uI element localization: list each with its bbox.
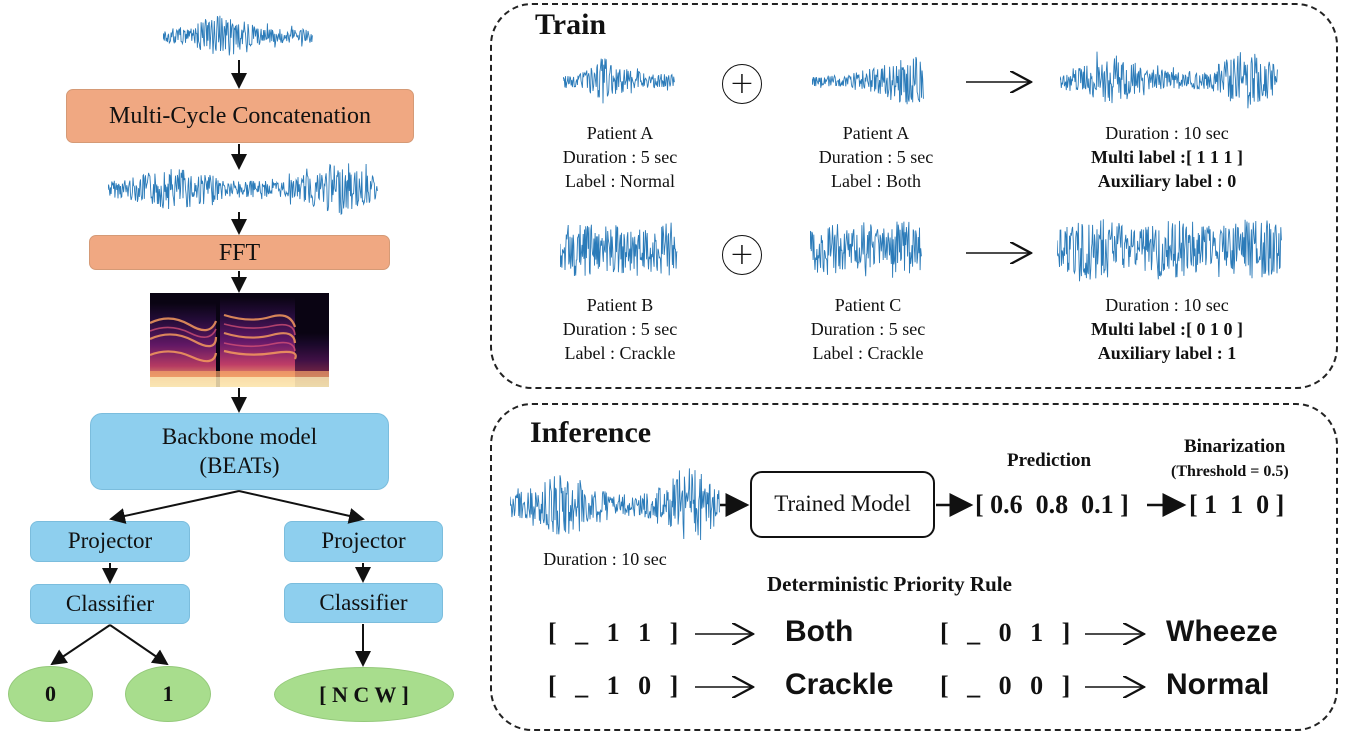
train-row2-multi-label: Multi label :[ 0 1 0 ] — [1091, 319, 1243, 339]
train-row2-info-result: Duration : 10 sec Multi label :[ 0 1 0 ]… — [1062, 293, 1272, 365]
train-row1-b-patient: Patient A — [842, 123, 910, 143]
train-row2-b-label: Label : Crackle — [812, 343, 924, 363]
output-binary-one: 1 — [125, 666, 211, 722]
fft-label: FFT — [218, 239, 261, 266]
multi-cycle-concatenation-box: Multi-Cycle Concatenation — [66, 89, 414, 143]
train-row1-b-duration: Duration : 5 sec — [818, 147, 934, 167]
train-title: Train — [535, 8, 607, 41]
arrow-backbone-to-right-projector — [238, 490, 365, 524]
left-classifier-box: Classifier — [30, 584, 190, 624]
rule-wheeze-result: Wheeze — [1166, 615, 1278, 648]
backbone-model-sublabel: (BEATs) — [199, 452, 280, 478]
right-projector-box: Projector — [284, 521, 443, 562]
train-row1-info-b: Patient A Duration : 5 sec Label : Both — [786, 121, 966, 193]
rule-normal-result: Normal — [1166, 668, 1270, 701]
inference-panel — [490, 403, 1338, 731]
rule-title: Deterministic Priority Rule — [767, 572, 1012, 596]
waveform-trace — [812, 56, 924, 105]
train-row1-a-duration: Duration : 5 sec — [562, 147, 678, 167]
backbone-model-box: Backbone model (BEATs) — [90, 413, 389, 490]
train-row2-info-b: Patient C Duration : 5 sec Label : Crack… — [778, 293, 958, 365]
train-row2-waveform-b — [810, 221, 922, 278]
output-ncw: [ N C W ] — [274, 667, 454, 722]
trained-model-box: Trained Model — [750, 471, 935, 538]
output-ncw-label: [ N C W ] — [319, 681, 409, 707]
binarized-value: [ 1 1 0 ] — [1189, 490, 1285, 519]
inference-title: Inference — [530, 416, 652, 449]
rule-both-result: Both — [785, 615, 854, 648]
waveform-trace — [108, 163, 378, 216]
train-row2-plus-icon: + — [722, 235, 762, 275]
waveform-trace — [1060, 51, 1278, 109]
train-row2-waveform-a — [560, 222, 678, 277]
output-binary-zero: 0 — [8, 666, 93, 722]
left-projector-label: Projector — [67, 528, 153, 554]
arrow-left-classifier-to-one — [109, 624, 169, 666]
output-binary-one-label: 1 — [162, 681, 174, 707]
fft-box: FFT — [89, 235, 390, 270]
rule-wheeze-code: [ _ 0 1 ] — [940, 618, 1077, 647]
train-row1-a-patient: Patient A — [586, 123, 654, 143]
train-row1-waveform-result — [1060, 51, 1278, 109]
train-row2-b-duration: Duration : 5 sec — [810, 319, 926, 339]
train-row1-b-label: Label : Both — [831, 171, 921, 191]
binarization-label: Binarization — [1184, 436, 1286, 457]
train-row1-a-label: Label : Normal — [565, 171, 675, 191]
train-row1-waveform-b — [812, 56, 924, 105]
train-row2-a-label: Label : Crackle — [564, 343, 676, 363]
rule-normal-code: [ _ 0 0 ] — [940, 671, 1077, 700]
inference-input-waveform — [510, 468, 720, 541]
waveform-trace — [1057, 219, 1282, 282]
train-row2-result-duration: Duration : 10 sec — [1105, 295, 1229, 315]
prediction-label: Prediction — [1007, 450, 1092, 471]
threshold-label: (Threshold = 0.5) — [1171, 463, 1289, 480]
waveform-trace — [510, 468, 720, 541]
waveform-trace — [163, 15, 313, 56]
left-classifier-label: Classifier — [65, 590, 155, 616]
inference-input-duration: Duration : 10 sec — [543, 549, 667, 569]
waveform-trace — [810, 221, 922, 278]
spectrogram-image — [150, 293, 329, 387]
train-row1-result-duration: Duration : 10 sec — [1105, 123, 1229, 143]
arrow-left-classifier-to-zero — [50, 624, 111, 666]
output-binary-zero-label: 0 — [45, 681, 56, 707]
backbone-model-label: Backbone model — [161, 423, 318, 449]
train-row1-multi-label: Multi label :[ 1 1 1 ] — [1091, 147, 1243, 167]
left-projector-box: Projector — [30, 521, 190, 562]
waveform-trace — [563, 58, 675, 104]
train-row1-info-a: Patient A Duration : 5 sec Label : Norma… — [530, 121, 710, 193]
rule-crackle-result: Crackle — [785, 668, 894, 701]
arrow-backbone-to-left-projector — [109, 490, 240, 524]
train-row1-info-result: Duration : 10 sec Multi label :[ 1 1 1 ]… — [1062, 121, 1272, 193]
prediction-value: [ 0.6 0.8 0.1 ] — [975, 490, 1129, 519]
train-row1-plus-icon: + — [722, 64, 762, 104]
trained-model-label: Trained Model — [774, 491, 911, 517]
right-classifier-label: Classifier — [319, 589, 408, 615]
train-row2-a-duration: Duration : 5 sec — [562, 319, 678, 339]
train-row2-a-patient: Patient B — [586, 295, 654, 315]
right-classifier-box: Classifier — [284, 583, 443, 623]
waveform-trace — [560, 222, 678, 277]
train-panel — [490, 3, 1338, 389]
right-projector-label: Projector — [321, 528, 406, 554]
rule-both-code: [ _ 1 1 ] — [548, 618, 685, 647]
input-waveform — [163, 15, 313, 56]
train-row1-aux-label: Auxiliary label : 0 — [1097, 171, 1237, 191]
train-row2-info-a: Patient B Duration : 5 sec Label : Crack… — [530, 293, 710, 365]
train-row2-aux-label: Auxiliary label : 1 — [1097, 343, 1237, 363]
train-row2-b-patient: Patient C — [834, 295, 902, 315]
rule-crackle-code: [ _ 1 0 ] — [548, 671, 685, 700]
train-row2-waveform-result — [1057, 219, 1282, 282]
multi-cycle-concatenation-label: Multi-Cycle Concatenation — [109, 103, 371, 129]
train-row1-waveform-a — [563, 58, 675, 104]
concatenated-waveform — [108, 163, 378, 216]
